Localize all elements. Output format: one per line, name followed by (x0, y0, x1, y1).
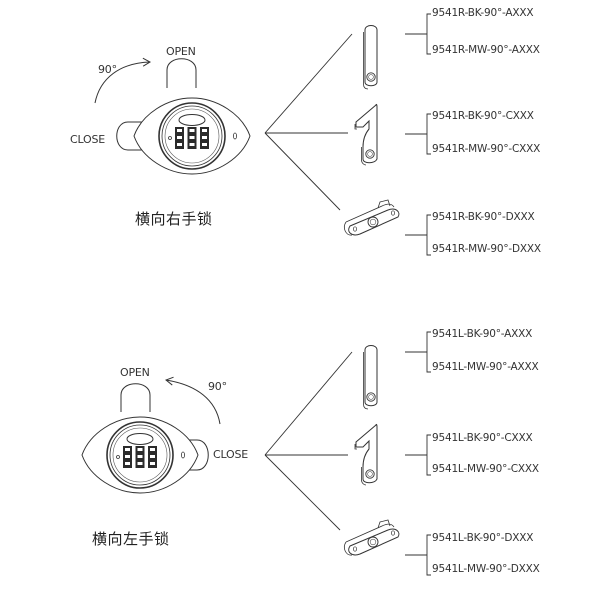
part-code: 9541L-BK-90°-AXXX (432, 328, 533, 340)
latch-open-outline (166, 58, 197, 88)
latch-open-outline (120, 383, 151, 412)
hook-cam-c (354, 423, 378, 486)
part-code: 9541R-MW-90°-CXXX (432, 143, 541, 155)
code-bracket (404, 434, 432, 476)
part-code: 9541L-MW-90°-CXXX (432, 463, 539, 475)
left-hand-lock (81, 331, 432, 576)
part-code: 9541R-BK-90°-AXXX (432, 7, 534, 19)
straight-cam-a (363, 25, 378, 90)
code-bracket (404, 534, 432, 576)
close-label: CLOSE (213, 448, 249, 461)
double-cam-d (343, 199, 400, 236)
right-hand-lock-title: 横向右手锁 (135, 210, 213, 228)
open-label: OPEN (166, 45, 196, 58)
double-cam-d (343, 519, 400, 556)
angle-label: 90° (208, 380, 227, 393)
combination-lock-body (81, 416, 199, 494)
code-bracket (404, 214, 432, 256)
code-bracket (404, 331, 432, 373)
left-hand-lock-title: 横向左手锁 (92, 530, 170, 548)
close-label: CLOSE (70, 133, 106, 146)
part-code: 9541R-BK-90°-DXXX (432, 211, 535, 223)
open-label: OPEN (120, 366, 150, 379)
right-hand-lock (94, 13, 432, 256)
hook-cam-c (354, 103, 378, 166)
angle-label: 90° (98, 63, 117, 76)
part-code: 9541R-BK-90°-CXXX (432, 110, 534, 122)
part-code: 9541L-MW-90°-AXXX (432, 361, 539, 373)
code-bracket (404, 113, 432, 155)
fan-connector-lines (264, 33, 353, 211)
combination-lock-body (133, 97, 251, 175)
rotation-arrow-icon (165, 376, 221, 425)
part-code: 9541L-BK-90°-CXXX (432, 432, 533, 444)
straight-cam-a (363, 345, 378, 410)
part-code: 9541L-MW-90°-DXXX (432, 563, 540, 575)
latch-close-outline (116, 121, 142, 151)
fan-connector-lines (264, 351, 353, 531)
part-code: 9541R-MW-90°-AXXX (432, 44, 540, 56)
code-bracket (404, 13, 432, 55)
part-code: 9541R-MW-90°-DXXX (432, 243, 541, 255)
rotation-arrow-icon (94, 57, 152, 104)
part-code: 9541L-BK-90°-DXXX (432, 532, 534, 544)
